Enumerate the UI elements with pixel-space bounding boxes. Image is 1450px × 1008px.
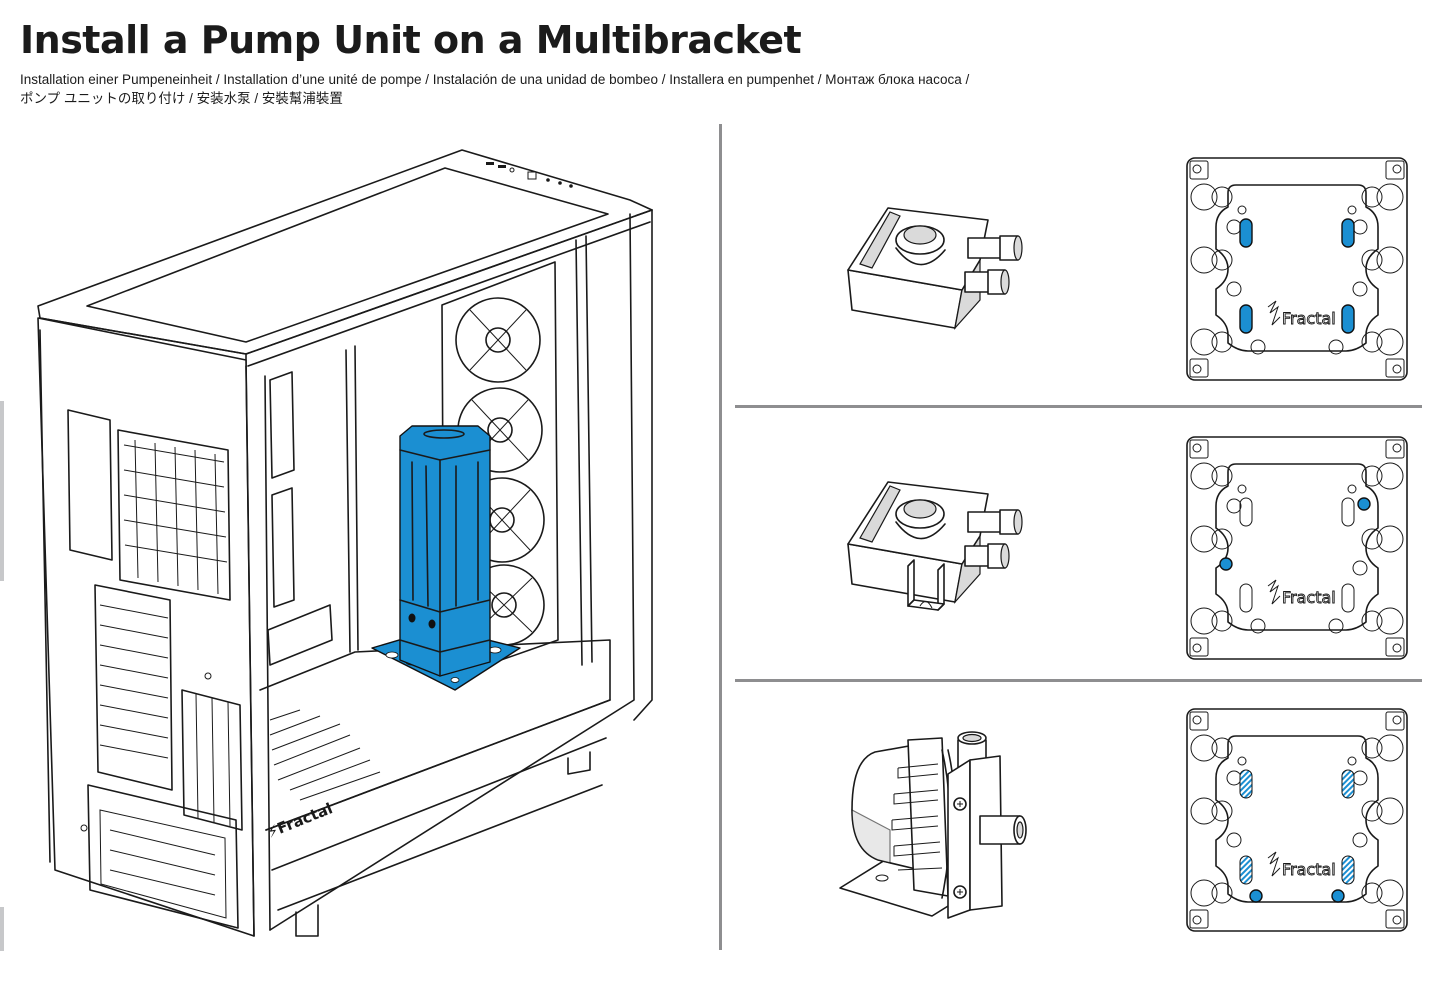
subtitle-line-1: Installation einer Pumpeneinheit / Insta… [20,72,970,87]
horizontal-divider [735,405,1422,408]
bracket-outline [1186,157,1408,381]
page-subtitle: Installation einer Pumpeneinheit / Insta… [20,70,1140,108]
multibracket-diagram: Fractal [1186,436,1408,660]
fan [455,297,541,383]
bracket-outline [1186,708,1408,932]
ddc-pump-illustration [839,731,1027,919]
bracket-brand-text: Fractal [1282,309,1336,328]
bracket-brand-logo: Fractal [1267,851,1336,879]
pump-top-illustration [847,207,1023,330]
pump-top-with-foot-illustration [847,481,1023,611]
multibracket-diagram: Fractal [1186,708,1408,932]
psu-opening [87,784,239,929]
page-edge-tab [0,907,4,951]
mount-slot-highlight [1239,218,1355,334]
bracket-brand-text: Fractal [1282,588,1336,607]
multibracket-diagram: Fractal [1186,157,1408,381]
pump-outlet-side [979,815,1027,845]
expansion-slots [94,584,173,791]
mount-hole-highlight [1249,889,1345,903]
page-title: Install a Pump Unit on a Multibracket [20,18,802,62]
bracket-brand-logo: Fractal [1267,300,1336,328]
pump-reservoir-highlight [371,425,521,691]
mount-hole-highlight [1219,497,1371,571]
rear-fan-grille [123,439,228,595]
case-interior: ⚡Fractal [245,209,653,937]
bracket-brand-text: Fractal [1282,860,1336,879]
bracket-outline [1186,436,1408,660]
case-top-panel [37,149,653,367]
pc-case-illustration: ⚡Fractal [37,149,653,937]
shroud-vent-holes [269,709,381,801]
vertical-gpu-slots [181,689,243,831]
case-rear-panel [37,317,255,937]
mount-slot-hatched [1239,769,1355,885]
vertical-divider [719,124,722,950]
subtitle-line-2: ポンプ ユニットの取り付け / 安装水泵 / 安裝幫浦裝置 [20,91,343,106]
pump-motor [851,743,921,871]
horizontal-divider [735,679,1422,682]
bracket-brand-logo: Fractal [1267,579,1336,607]
front-io-buttons [486,162,573,188]
pump-foot [907,559,945,611]
page-edge-tab [0,401,4,581]
case-brand-logo: ⚡Fractal [265,799,335,841]
